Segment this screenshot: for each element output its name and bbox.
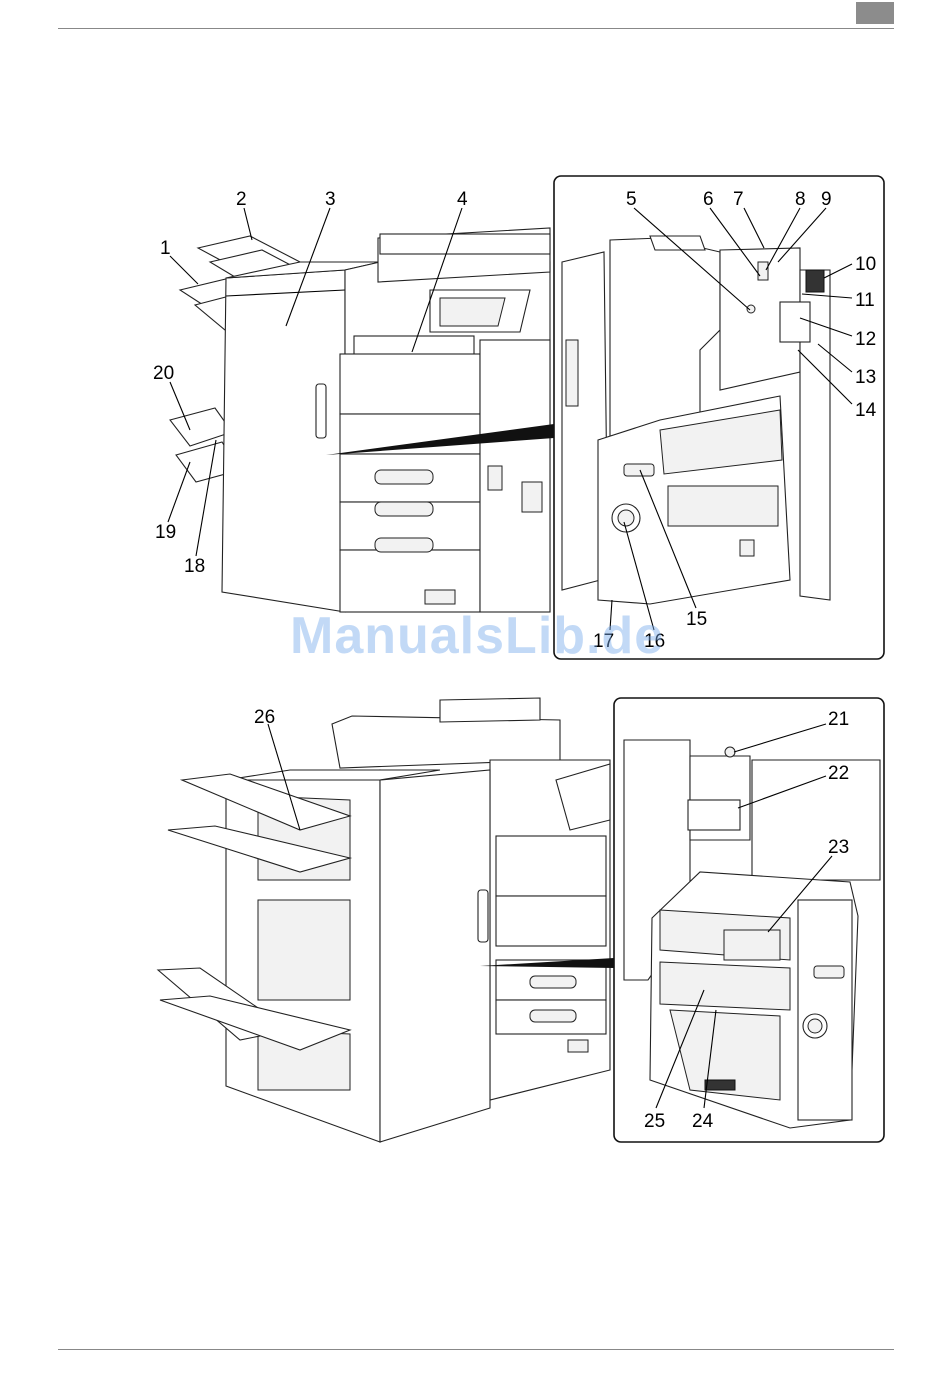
- callout-19: 19: [155, 522, 176, 543]
- callout-22: 22: [828, 763, 849, 784]
- callout-11: 11: [855, 290, 875, 311]
- bottom-machine-illustration: [158, 698, 610, 1142]
- callout-1: 1: [160, 238, 171, 259]
- callout-4: 4: [457, 189, 468, 210]
- callout-14: 14: [855, 400, 877, 421]
- callout-20: 20: [153, 363, 174, 384]
- callout-6: 6: [703, 189, 714, 210]
- callout-18: 18: [184, 556, 205, 577]
- watermark: ManualsLib.de: [290, 606, 664, 666]
- bottom-inset-illustration: [624, 740, 880, 1128]
- callout-21: 21: [828, 709, 849, 730]
- callout-24: 24: [692, 1111, 714, 1132]
- callout-23: 23: [828, 837, 849, 858]
- callout-3: 3: [325, 189, 336, 210]
- callout-8: 8: [795, 189, 806, 210]
- callout-2: 2: [236, 189, 247, 210]
- callout-26: 26: [254, 707, 275, 728]
- callout-5: 5: [626, 189, 637, 210]
- footer-rule: [58, 1349, 894, 1350]
- callout-12: 12: [855, 329, 876, 350]
- top-machine-illustration: [170, 228, 550, 612]
- callout-13: 13: [855, 367, 876, 388]
- callout-9: 9: [821, 189, 832, 210]
- callout-15: 15: [686, 609, 707, 630]
- callout-25: 25: [644, 1111, 665, 1132]
- callout-7: 7: [733, 189, 744, 210]
- callout-10: 10: [855, 254, 876, 275]
